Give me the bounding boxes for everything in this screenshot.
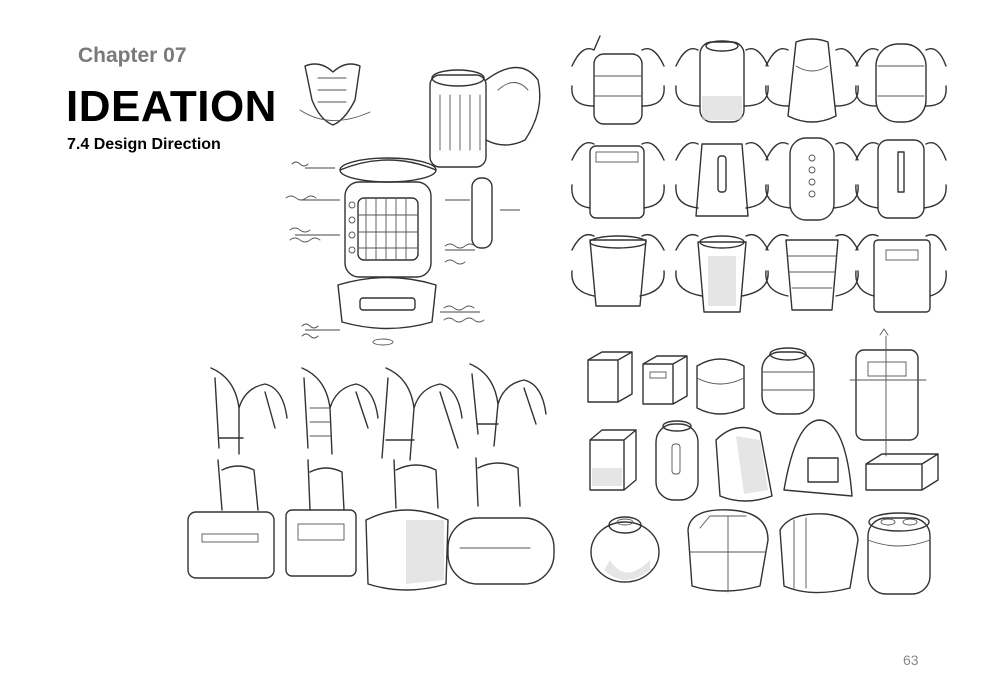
strap-frame-sketches [187, 363, 555, 591]
page-title: IDEATION [66, 82, 277, 131]
page-number: 63 [903, 652, 919, 668]
large-annotated-concept-sketch [285, 63, 541, 346]
container-form-sketches [587, 328, 939, 595]
backpack-shell-grid [571, 35, 947, 313]
section-subtitle: 7.4 Design Direction [67, 136, 221, 153]
chapter-label: Chapter 07 [78, 44, 187, 67]
